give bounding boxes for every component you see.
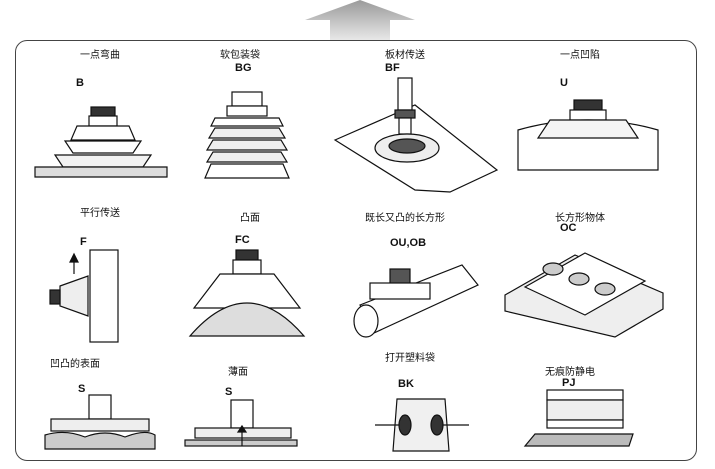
f-side-cup-illustration bbox=[49, 249, 119, 343]
label-bk-code: BK bbox=[398, 378, 414, 390]
b-suction-cup-illustration bbox=[34, 106, 168, 178]
bk-plastic-bag-illustration bbox=[375, 398, 469, 452]
label-bk-name: 打开塑料袋 bbox=[385, 353, 435, 364]
label-oc-code: OC bbox=[560, 222, 577, 234]
s-uneven-surface-illustration bbox=[44, 394, 156, 450]
u-suction-cup-illustration bbox=[517, 99, 659, 171]
bg-bellows-cup-illustration bbox=[204, 91, 290, 179]
label-fc-name: 凸面 bbox=[240, 213, 260, 224]
oc-rectangle-illustration bbox=[504, 252, 664, 338]
upward-arrow-icon bbox=[305, 0, 415, 40]
label-oc-name: 长方形物体 bbox=[555, 213, 605, 224]
label-bg-code: BG bbox=[235, 62, 252, 74]
label-s1-name: 凹凸的表面 bbox=[50, 359, 100, 370]
label-b-code: B bbox=[76, 77, 84, 89]
label-pj-name: 无痕防静电 bbox=[545, 367, 595, 378]
label-pj-code: PJ bbox=[562, 377, 576, 389]
label-s1-code: S bbox=[78, 383, 86, 395]
fc-convex-cup-illustration bbox=[188, 249, 306, 337]
label-bf-code: BF bbox=[385, 62, 400, 74]
label-b-name: 一点弯曲 bbox=[80, 50, 120, 61]
label-fc-code: FC bbox=[235, 234, 250, 246]
label-u-name: 一点凹陷 bbox=[560, 50, 600, 61]
application-panel bbox=[15, 40, 697, 461]
label-ou-ob-name: 既长又凸的长方形 bbox=[365, 213, 445, 224]
label-bf-name: 板材传送 bbox=[385, 50, 425, 61]
label-f-code: F bbox=[80, 236, 87, 248]
label-bg-name: 软包装袋 bbox=[220, 50, 260, 61]
label-s2-name: 薄面 bbox=[228, 367, 248, 378]
label-f-name: 平行传送 bbox=[80, 208, 120, 219]
label-s2-code: S bbox=[225, 386, 233, 398]
pj-antistatic-illustration bbox=[523, 389, 634, 447]
bf-sheet-cup-illustration bbox=[333, 77, 499, 193]
s-thin-surface-illustration bbox=[184, 399, 298, 447]
ou-ob-cylinder-illustration bbox=[353, 264, 479, 338]
label-u-code: U bbox=[560, 77, 568, 89]
label-ou-ob-code: OU,OB bbox=[390, 237, 427, 249]
